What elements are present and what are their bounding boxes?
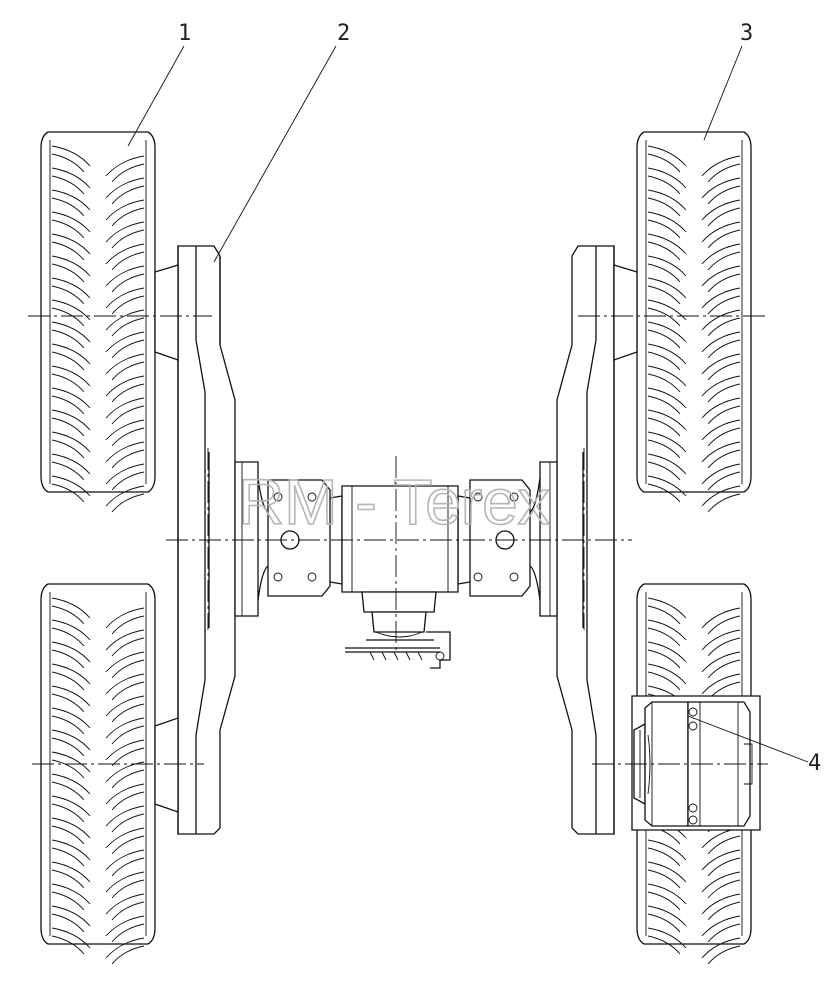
wheel-hub-brake: [631, 695, 761, 831]
tire-sidewall: [49, 140, 147, 484]
center-lines: [28, 315, 768, 765]
watermark-text: RM - Terex: [238, 466, 550, 538]
callout-4: 4: [808, 751, 821, 776]
tire-outline: [40, 131, 156, 493]
tire-tread: [51, 145, 145, 513]
leader-lines: [127, 45, 809, 763]
tire-front-left: [40, 131, 156, 513]
callout-1: 1: [178, 21, 191, 46]
right-tandem-housing: [556, 245, 638, 835]
tire-sidewall: [645, 140, 743, 484]
tire-rear-left: [40, 583, 156, 965]
tire-outline: [636, 131, 752, 493]
axle-housing: [234, 461, 558, 669]
callout-2: 2: [337, 21, 350, 46]
tire-tread: [647, 145, 741, 513]
callout-3: 3: [740, 21, 753, 46]
tire-tread: [51, 597, 145, 965]
tire-front-right: [636, 131, 752, 513]
